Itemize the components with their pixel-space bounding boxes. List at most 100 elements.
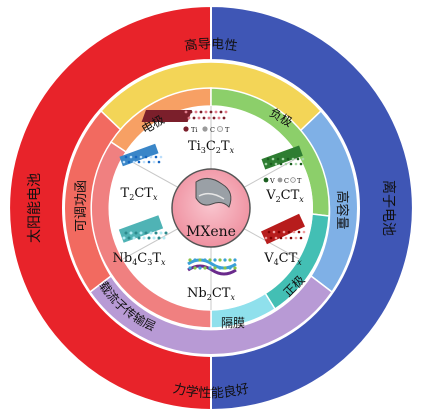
atom-dot	[203, 258, 207, 262]
atom-dot	[124, 155, 128, 159]
legend-v: V	[269, 177, 275, 185]
atom-dot	[228, 258, 232, 262]
atom-dot	[291, 157, 295, 161]
atom-dot	[204, 110, 208, 114]
atom-dot	[144, 155, 148, 159]
atom-dot	[228, 266, 232, 270]
atom-dot	[188, 266, 192, 270]
atom-dot	[197, 116, 201, 120]
atom-dot	[149, 155, 153, 159]
v4c3-structure-icon	[261, 213, 306, 245]
inner-ring-separator-label: 隔膜	[221, 316, 245, 330]
atom-dot	[198, 266, 202, 270]
atom-dot	[276, 157, 280, 161]
atom-dot	[202, 116, 206, 120]
atom-dot	[152, 236, 156, 240]
atom-dot	[122, 160, 126, 164]
atom-dot	[149, 231, 153, 235]
middle-ring	[63, 61, 359, 356]
atom-dot	[279, 236, 283, 240]
atom-dot	[302, 230, 306, 234]
atom-dot	[289, 162, 293, 166]
atom-dot	[142, 236, 146, 240]
atom-dot	[159, 155, 163, 159]
atom-dot	[154, 155, 158, 159]
atom-dot	[142, 160, 146, 164]
outer-ring-right-label: 离子电池	[380, 180, 397, 236]
atom-dot	[223, 258, 227, 262]
atom-dot	[274, 162, 278, 166]
atom-dot	[189, 110, 193, 114]
atom-dot	[217, 116, 221, 120]
atom-dot	[193, 258, 197, 262]
atom-dot	[162, 236, 166, 240]
atom-dot	[157, 236, 161, 240]
atom-dot	[281, 157, 285, 161]
material-label-ti3c2: Ti3C2Tx	[188, 139, 235, 155]
atom-dot	[296, 157, 300, 161]
ti3c2-structure-icon	[141, 110, 228, 122]
atom-dot	[301, 157, 305, 161]
center-label: MXene	[186, 224, 236, 240]
atom-dot	[184, 110, 188, 114]
atom-dot	[271, 157, 275, 161]
atom-dot	[224, 110, 228, 114]
atom-dot	[154, 231, 158, 235]
material-label-v2c: V2CTx	[265, 188, 304, 204]
atom-dot	[209, 110, 213, 114]
atom-dot	[208, 258, 212, 262]
atom-dot	[233, 266, 237, 270]
t2c-structure-icon	[119, 143, 163, 167]
atom-dot	[233, 258, 237, 262]
atom-dot	[193, 266, 197, 270]
atom-dot	[198, 258, 202, 262]
atom-dot	[277, 230, 281, 234]
atom-dot	[292, 230, 296, 234]
v2c-structure-icon	[261, 145, 305, 170]
ti3c2-legend: Ti C T	[183, 126, 230, 134]
outer-ring-left-label: 太阳能电池	[27, 173, 43, 243]
atom-dot	[157, 160, 161, 164]
atom-dot	[213, 266, 217, 270]
atom-dot	[282, 230, 286, 234]
material-label-nb4c3: Nb4C3Tx	[112, 251, 166, 267]
atom-dot	[287, 230, 291, 234]
atom-dot	[269, 236, 273, 240]
atom-dot	[213, 258, 217, 262]
atom-dot	[289, 236, 293, 240]
atom-dot	[294, 236, 298, 240]
atom-dot	[199, 110, 203, 114]
legend-ti: Ti	[191, 126, 197, 134]
atom-dot	[208, 266, 212, 270]
atom-dot	[299, 236, 303, 240]
atom-dot	[214, 110, 218, 114]
atom-dot	[147, 160, 151, 164]
atom-dot	[266, 157, 270, 161]
atom-dot	[264, 236, 268, 240]
middle-ring-right-label: 高容量	[334, 190, 350, 229]
atom-dot	[188, 258, 192, 262]
atom-dot	[134, 155, 138, 159]
legend-c: C	[210, 126, 215, 134]
atom-dot	[203, 266, 207, 270]
atom-dot	[299, 162, 303, 166]
material-labels: Ti3C2Tx V2CTx V4CTx Nb2CTx Nb4C3Tx T2CTx	[112, 139, 304, 302]
atom-dot	[294, 162, 298, 166]
atom-dot	[182, 116, 186, 120]
mxene-sheet-icon	[195, 178, 232, 208]
atom-dot	[159, 231, 163, 235]
atom-dot	[286, 157, 290, 161]
middle-ring-bottom-label: 力学性能良好	[171, 381, 250, 401]
legend-c2: C	[284, 177, 289, 185]
atom-dot	[137, 236, 141, 240]
nb2c-structure-icon	[187, 258, 237, 276]
atom-dot	[219, 110, 223, 114]
atom-dot	[164, 231, 168, 235]
atom-dot	[152, 160, 156, 164]
outer-ring	[8, 4, 414, 412]
atom-dot	[187, 116, 191, 120]
atom-dot	[272, 230, 276, 234]
outer-ring-left-segment	[8, 4, 212, 412]
v2c-legend: V C T	[263, 177, 302, 185]
